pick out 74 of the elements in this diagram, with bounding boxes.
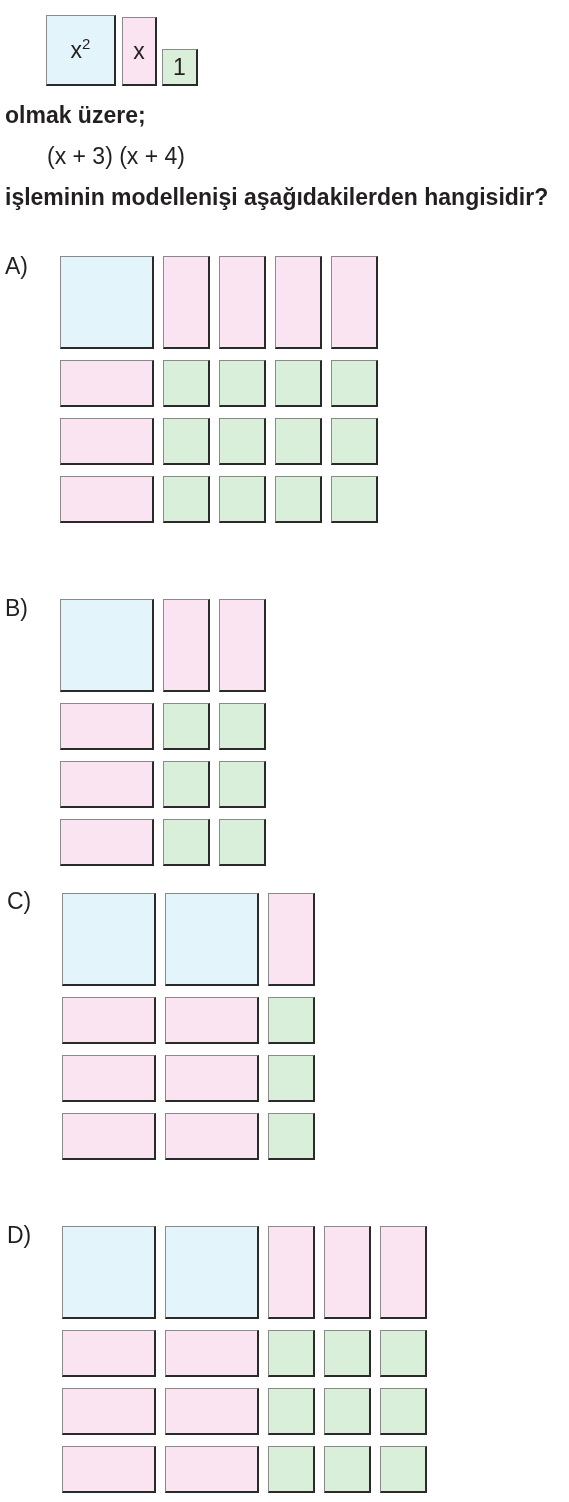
question-text: işleminin modellenişi aşağıdakilerden hangisidir? [5, 186, 549, 209]
x-tile [60, 761, 154, 808]
unit-tile [324, 1446, 371, 1493]
x-tile [165, 1055, 259, 1102]
unit-tile [268, 1446, 315, 1493]
unit-tile [331, 476, 378, 523]
x-tile [324, 1226, 371, 1319]
x-tile [60, 703, 154, 750]
option-letter: C) [7, 890, 32, 913]
x-squared-tile [60, 256, 154, 349]
unit-tile [163, 418, 210, 465]
x-tile [62, 1055, 156, 1102]
unit-tile: 1 [162, 49, 198, 86]
unit-tile [163, 819, 210, 866]
x-tile [268, 1226, 315, 1319]
x-tile [62, 1446, 156, 1493]
unit-tile [331, 360, 378, 407]
x-squared-tile [60, 599, 154, 692]
unit-tile [268, 1113, 315, 1160]
unit-tile [268, 1388, 315, 1435]
unit-tile [219, 703, 266, 750]
x-tile [275, 256, 322, 349]
x-tile [62, 1113, 156, 1160]
x-squared-tile [62, 1226, 156, 1319]
unit-tile [163, 360, 210, 407]
unit-tile [219, 418, 266, 465]
unit-tile [219, 476, 266, 523]
condition-text: olmak üzere; [5, 104, 146, 127]
x-tile [60, 360, 154, 407]
x-tile [165, 997, 259, 1044]
unit-tile [219, 761, 266, 808]
x-tile [60, 476, 154, 523]
x-tile [60, 418, 154, 465]
x-tile [165, 1446, 259, 1493]
unit-tile [268, 997, 315, 1044]
x-tile [219, 599, 266, 692]
x-squared-tile [165, 893, 259, 986]
x-tile [380, 1226, 427, 1319]
x-tile: x [122, 17, 157, 86]
x-tile [165, 1388, 259, 1435]
x-squared-tile [62, 893, 156, 986]
expression: (x + 3) (x + 4) [47, 145, 186, 168]
unit-tile [275, 360, 322, 407]
unit-tile [324, 1388, 371, 1435]
unit-tile [219, 819, 266, 866]
unit-tile [268, 1055, 315, 1102]
unit-tile [163, 476, 210, 523]
unit-tile [275, 418, 322, 465]
unit-tile [324, 1330, 371, 1377]
unit-tile [380, 1446, 427, 1493]
x-tile [62, 1330, 156, 1377]
x-tile [165, 1330, 259, 1377]
x-tile [219, 256, 266, 349]
unit-tile [380, 1330, 427, 1377]
x-tile [163, 599, 210, 692]
x-tile [163, 256, 210, 349]
unit-tile [219, 360, 266, 407]
x-tile [268, 893, 315, 986]
x-squared-tile [165, 1226, 259, 1319]
unit-tile [163, 703, 210, 750]
x-squared-tile: x$^{2}$ [46, 15, 116, 86]
option-letter: A) [5, 255, 28, 278]
x-tile [331, 256, 378, 349]
unit-tile [268, 1330, 315, 1377]
option-letter: B) [5, 597, 28, 620]
unit-tile [275, 476, 322, 523]
x-tile [165, 1113, 259, 1160]
option-letter: D) [7, 1224, 32, 1247]
unit-tile [163, 761, 210, 808]
x-tile [62, 997, 156, 1044]
unit-tile [380, 1388, 427, 1435]
x-tile [60, 819, 154, 866]
x-tile [62, 1388, 156, 1435]
unit-tile [331, 418, 378, 465]
